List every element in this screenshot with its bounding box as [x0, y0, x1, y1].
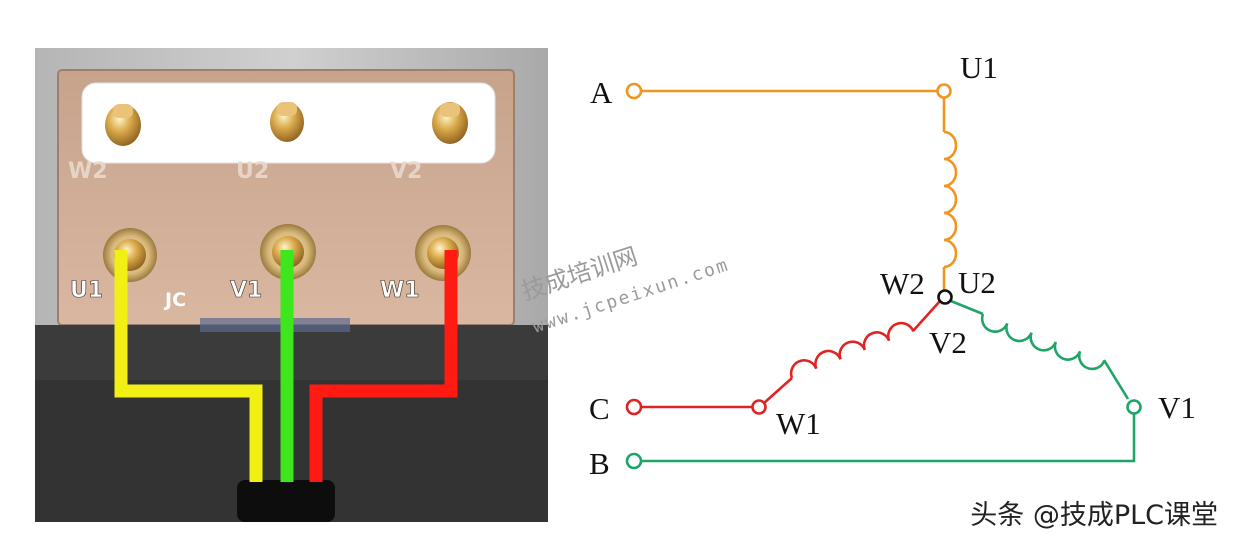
label-u2: U2	[958, 265, 996, 300]
plate-label-u1: U1	[70, 278, 103, 303]
label-v2: V2	[929, 325, 967, 360]
wire-red	[309, 250, 458, 482]
plate-label-v1: V1	[230, 278, 262, 303]
terminal-u2-junction	[937, 289, 953, 305]
label-a: A	[590, 75, 613, 110]
coil-w	[789, 321, 915, 379]
terminal-a	[625, 82, 643, 100]
phase-c-path	[641, 300, 941, 409]
plate-tag-jc: JC	[163, 289, 186, 311]
coil-u	[943, 130, 958, 269]
wire-yellow	[114, 250, 263, 482]
phase-b-path	[641, 299, 1136, 463]
terminal-c	[625, 398, 643, 416]
top-stud-w2	[105, 104, 141, 146]
phase-a-path	[641, 89, 958, 292]
plate-label-v2: V2	[390, 159, 422, 184]
plate-label-w1: W1	[380, 278, 420, 303]
plate-label-w2: W2	[68, 159, 108, 184]
plate-label-u2: U2	[236, 159, 269, 184]
label-b: B	[589, 446, 610, 481]
terminal-v1	[1126, 399, 1142, 415]
label-c: C	[589, 391, 610, 426]
label-w1: W1	[776, 406, 821, 441]
source-credit: 头条 @技成PLC课堂	[970, 500, 1218, 531]
terminal-u1	[936, 83, 952, 99]
top-stud-u2	[270, 102, 304, 142]
terminal-b	[625, 452, 643, 470]
label-v1: V1	[1158, 390, 1196, 425]
terminal-w1	[751, 399, 767, 415]
label-w2: W2	[880, 266, 925, 301]
label-u1: U1	[960, 50, 998, 85]
coil-v	[980, 313, 1106, 371]
top-stud-v2	[432, 102, 468, 144]
cable-gland	[237, 480, 335, 522]
